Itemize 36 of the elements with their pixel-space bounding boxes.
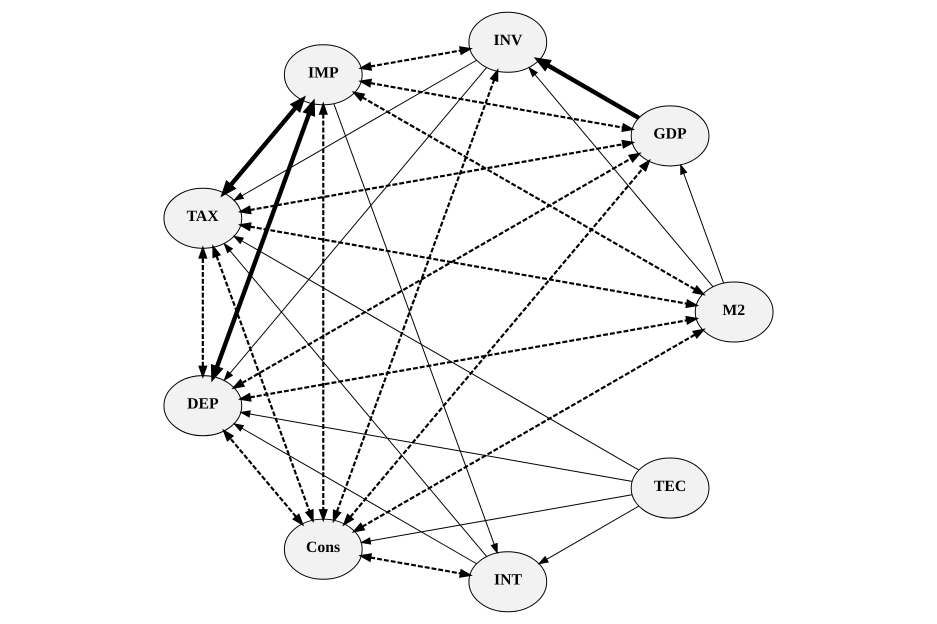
arrow bbox=[358, 78, 636, 132]
arrow bbox=[238, 316, 700, 402]
arrow bbox=[210, 98, 316, 382]
node-ellipse: INV bbox=[468, 12, 548, 73]
arrow bbox=[352, 91, 706, 296]
arrow bbox=[232, 60, 478, 201]
arrow bbox=[360, 494, 632, 545]
arrow bbox=[528, 66, 714, 288]
arrow bbox=[318, 102, 328, 522]
arrow bbox=[220, 95, 306, 198]
arrow bbox=[538, 506, 640, 564]
arrow bbox=[223, 67, 488, 382]
arrow bbox=[358, 46, 473, 71]
node-ellipse: GDP bbox=[630, 105, 710, 166]
arrow bbox=[231, 152, 642, 390]
node-ellipse: M2 bbox=[694, 281, 774, 343]
arrow bbox=[358, 553, 473, 578]
node-ellipse: Cons bbox=[284, 518, 363, 580]
arrow bbox=[238, 140, 636, 214]
arrow bbox=[222, 428, 304, 526]
arrow bbox=[198, 245, 208, 379]
arrow bbox=[680, 164, 724, 284]
arrow bbox=[342, 158, 651, 526]
node-ellipse: DEP bbox=[163, 375, 242, 436]
arrow bbox=[223, 242, 488, 557]
node-ellipse: TEC bbox=[630, 458, 710, 519]
arrow bbox=[352, 328, 706, 533]
node-ellipse: TAX bbox=[163, 188, 242, 249]
node-ellipse: INT bbox=[468, 551, 548, 612]
arrow bbox=[238, 222, 700, 308]
node-ellipse: IMP bbox=[284, 44, 363, 106]
arrow bbox=[212, 244, 314, 523]
arrow bbox=[232, 423, 478, 564]
arrow bbox=[239, 410, 632, 482]
arrow bbox=[534, 57, 640, 120]
arrow bbox=[232, 236, 640, 470]
